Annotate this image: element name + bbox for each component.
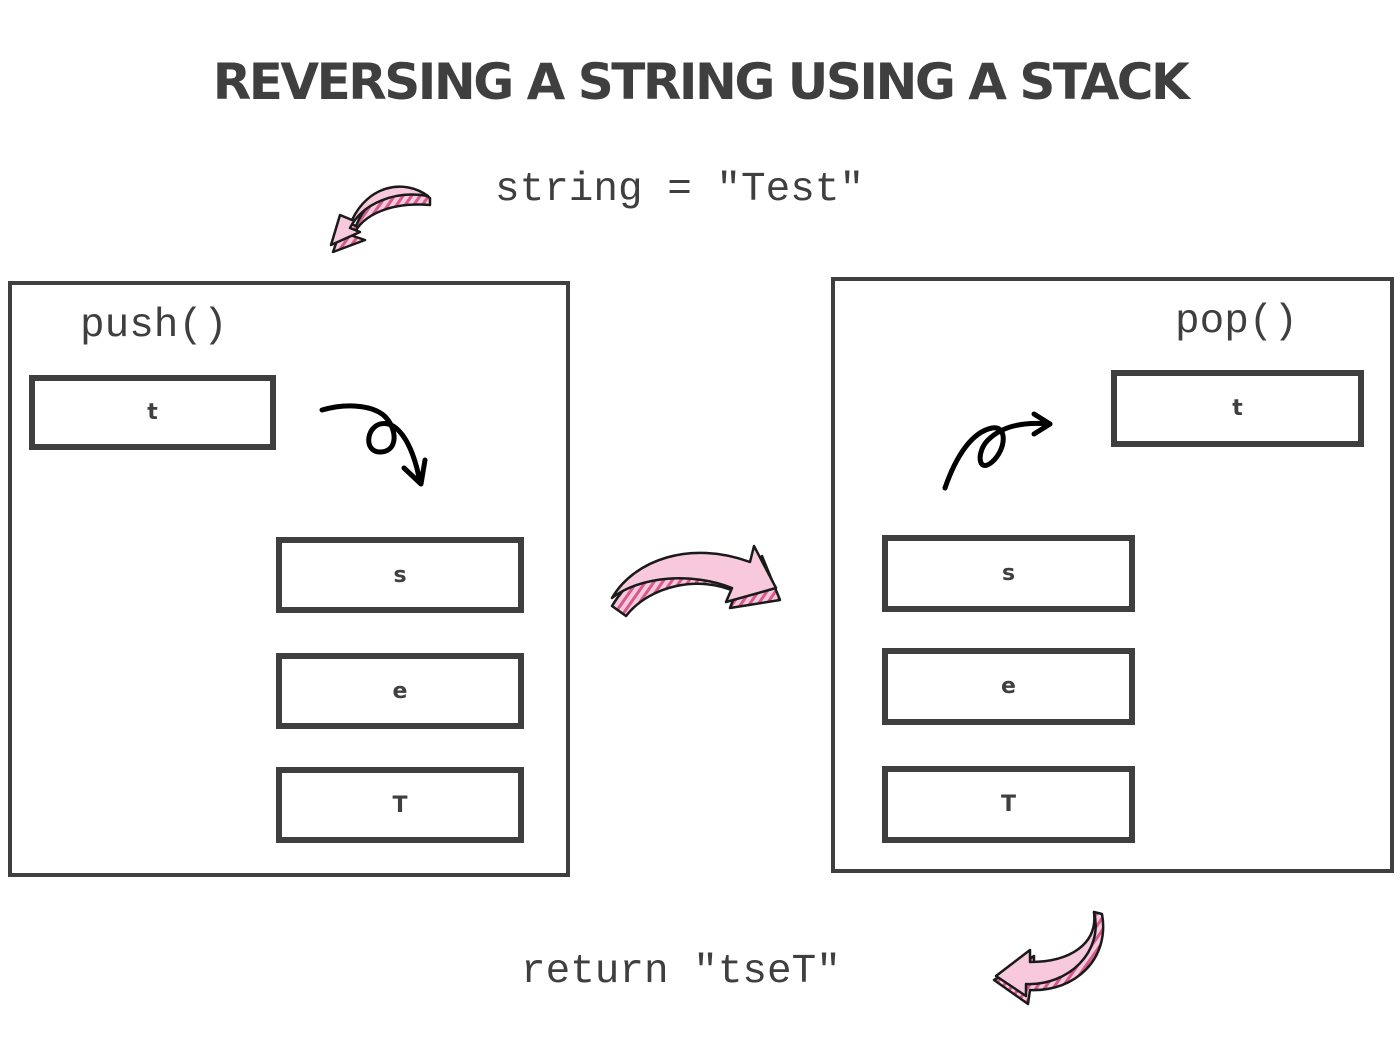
push-panel — [8, 281, 570, 877]
pop-stack-cell: T — [882, 766, 1135, 843]
pink-curved-arrow-icon — [992, 910, 1105, 1006]
push-label: push() — [80, 303, 228, 349]
push-stack-cell: e — [276, 653, 524, 729]
black-loop-arrow-icon — [942, 411, 1053, 491]
pop-label: pop() — [1175, 299, 1299, 345]
push-incoming-cell: t — [29, 375, 276, 450]
diagram-title: REVERSING A STRING USING A STACK — [212, 53, 1190, 111]
pop-outgoing-cell: t — [1111, 370, 1364, 447]
black-loop-arrow-icon — [319, 403, 428, 487]
pop-panel — [831, 277, 1394, 873]
pop-stack-cell: s — [882, 535, 1135, 612]
pop-stack-cell: e — [882, 648, 1135, 725]
input-string-code: string = "Test" — [495, 167, 865, 213]
pink-curved-arrow-icon — [329, 185, 432, 254]
push-stack-cell: T — [276, 767, 524, 843]
push-stack-cell: s — [276, 537, 524, 613]
output-string-code: return "tseT" — [521, 949, 841, 995]
pink-curved-arrow-icon — [610, 544, 782, 618]
